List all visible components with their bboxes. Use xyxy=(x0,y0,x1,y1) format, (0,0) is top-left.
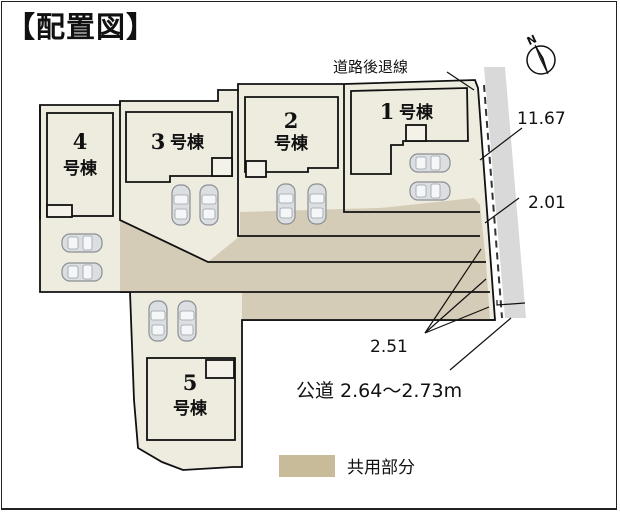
lot-1-suffix: 号棟 xyxy=(399,102,434,123)
setback-line-label: 道路後退線 xyxy=(333,58,408,76)
legend-label: 共用部分 xyxy=(347,458,415,478)
building-3 xyxy=(125,111,233,183)
lot-3-number: 3 xyxy=(151,129,166,154)
compass-icon: N xyxy=(525,32,556,75)
compass-north-label: N xyxy=(525,32,539,48)
page-title: 【配置図】 xyxy=(6,10,157,44)
lot-5-suffix: 号棟 xyxy=(173,398,208,419)
legend-swatch-shared xyxy=(279,454,335,477)
setback-line xyxy=(483,84,503,319)
shared-area-lot1 xyxy=(344,198,480,212)
lot-4-number: 4 xyxy=(73,129,88,154)
lot-4-suffix: 号棟 xyxy=(63,158,98,179)
shared-area-top xyxy=(208,205,486,262)
dimension-2-01: 2.01 xyxy=(528,193,566,213)
building-4 xyxy=(46,112,114,217)
dimension-2-51: 2.51 xyxy=(370,337,408,357)
building-2 xyxy=(244,96,339,173)
shared-area xyxy=(120,220,490,320)
legend: 共用部分 xyxy=(279,453,415,478)
lot-5-number: 5 xyxy=(183,370,198,395)
dimension-11-67: 11.67 xyxy=(517,109,566,129)
lot-1-number: 1 xyxy=(380,99,395,124)
lot-2-number: 2 xyxy=(284,108,299,133)
public-road-label: 公道 2.64〜2.73m xyxy=(296,380,462,402)
lot-3-suffix: 号棟 xyxy=(170,132,205,153)
lot-2-suffix: 号棟 xyxy=(274,133,309,154)
public-road xyxy=(484,67,526,318)
